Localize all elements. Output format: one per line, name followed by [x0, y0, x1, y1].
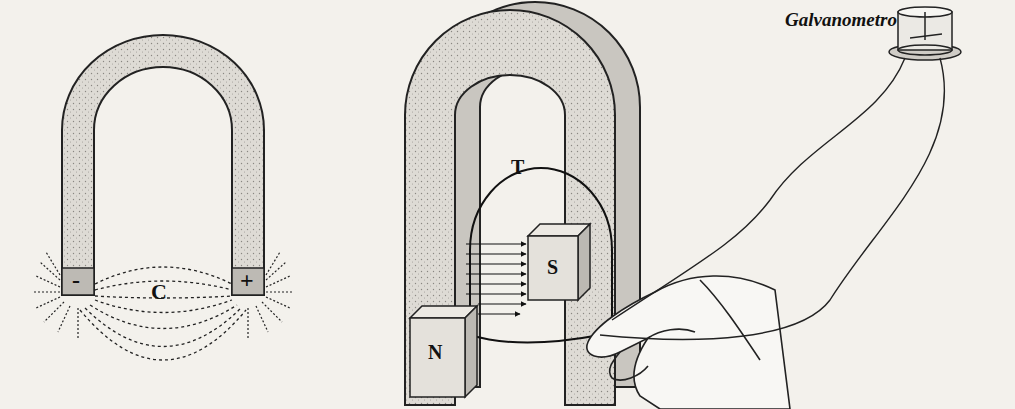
- field-lines: [80, 267, 246, 360]
- connecting-wires: [600, 58, 945, 339]
- flux-arrows: [466, 244, 526, 314]
- pole-field-spikes: [32, 252, 294, 338]
- pole-sign: +: [240, 268, 254, 292]
- horseshoe-magnet: [62, 35, 264, 295]
- pole-sign: -: [72, 268, 80, 292]
- pole-label: S: [547, 257, 558, 277]
- pole-label: N: [428, 342, 442, 362]
- wire-loop: [470, 168, 612, 343]
- instrument-label: Galvanometro: [785, 10, 897, 29]
- hand: [587, 276, 790, 409]
- field-label: C: [151, 281, 167, 303]
- pole-blocks: [410, 224, 590, 397]
- galvanometer: [889, 7, 961, 60]
- part-label: T: [511, 157, 524, 177]
